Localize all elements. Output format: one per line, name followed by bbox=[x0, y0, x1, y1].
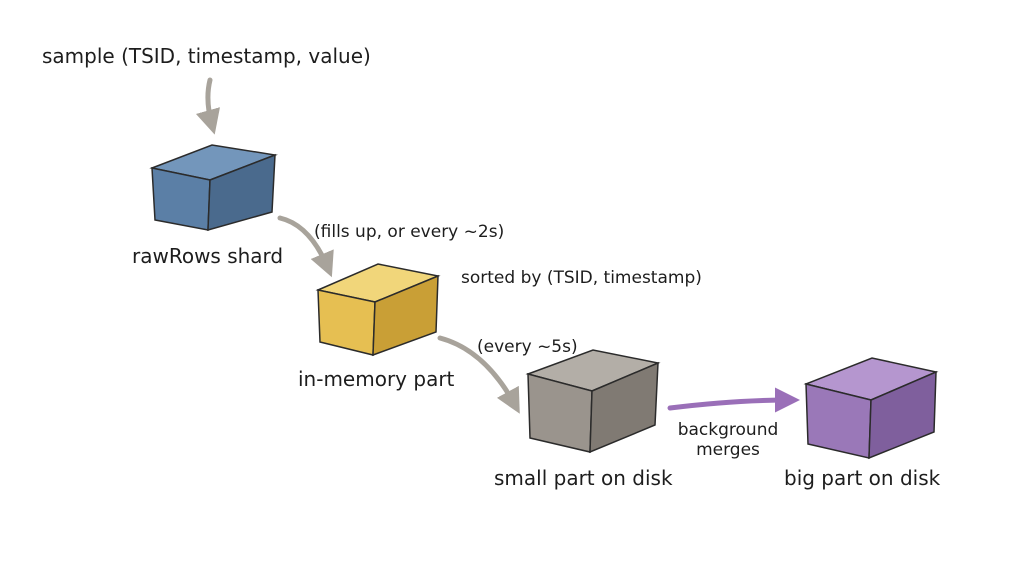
transition-label-fills-up: (fills up, or every ~2s) bbox=[314, 222, 505, 242]
arrow-raw-rows-to-in-memory bbox=[277, 215, 334, 278]
background-merges-line-1: background bbox=[677, 420, 779, 440]
stage-label-raw-rows-shard: rawRows shard bbox=[132, 244, 284, 268]
cube-raw-rows-shard-side bbox=[207, 153, 276, 232]
cube-in-memory-part bbox=[315, 263, 441, 357]
arrow-input-to-raw-rows bbox=[195, 77, 220, 135]
arrow-in-memory-to-small-part bbox=[437, 335, 520, 414]
stage-label-small-part-on-disk: small part on disk bbox=[494, 466, 673, 490]
cube-raw-rows-shard bbox=[149, 144, 278, 232]
cube-in-memory-part-side bbox=[372, 274, 439, 357]
input-sample-label: sample (TSID, timestamp, value) bbox=[42, 44, 371, 68]
stage-label-big-part-on-disk: big part on disk bbox=[784, 466, 941, 490]
cube-small-part-on-disk bbox=[525, 349, 661, 454]
background-merges-line-2: merges bbox=[696, 440, 760, 461]
sorted-by-annotation: sorted by (TSID, timestamp) bbox=[461, 268, 702, 288]
transition-label-background-merges: background merges bbox=[676, 420, 780, 461]
arrow-small-part-to-big-part bbox=[667, 387, 800, 413]
cube-big-part-on-disk bbox=[803, 357, 939, 460]
transition-label-every-5s: (every ~5s) bbox=[477, 337, 578, 357]
stage-label-in-memory-part: in-memory part bbox=[298, 367, 455, 391]
cube-small-part-on-disk-side bbox=[589, 361, 659, 454]
cube-in-memory-part-front bbox=[317, 289, 376, 356]
cube-big-part-on-disk-side bbox=[868, 370, 937, 460]
